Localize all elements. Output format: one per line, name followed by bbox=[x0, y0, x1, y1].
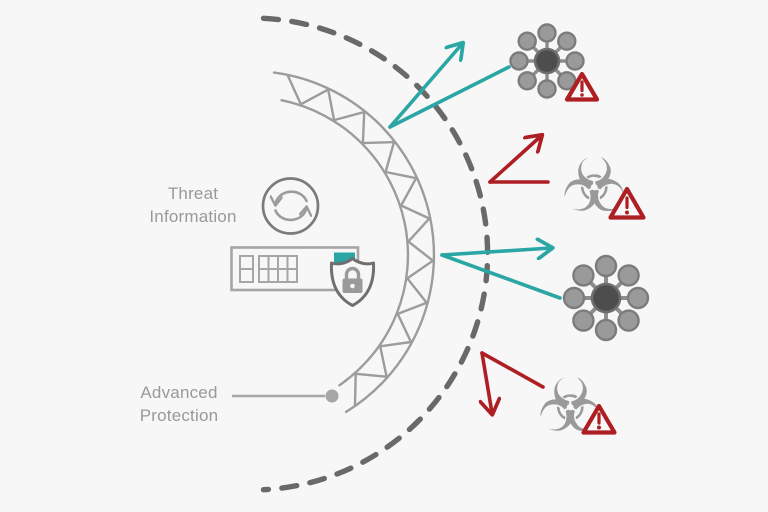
threat-information-line1: Threat bbox=[167, 184, 219, 203]
shield-lock-icon bbox=[329, 257, 376, 307]
virus-icon bbox=[509, 23, 585, 99]
virus-icon bbox=[562, 254, 650, 342]
deflected-threat-arrow-teal-middle bbox=[440, 248, 562, 300]
advanced-protection-line2: Protection bbox=[139, 406, 219, 425]
deflected-threat-arrow-red-top bbox=[488, 136, 550, 184]
advanced-protection-connector bbox=[232, 389, 339, 403]
padlock-shackle bbox=[344, 266, 361, 279]
warning-triangle-icon bbox=[581, 403, 617, 435]
warning-triangle-icon bbox=[564, 71, 600, 102]
outer-perimeter-dashed-arc bbox=[260, 15, 491, 493]
warning-triangle-icon bbox=[608, 186, 646, 220]
padlock-keyhole bbox=[350, 283, 355, 289]
threat-information-line2: Information bbox=[149, 207, 237, 226]
advanced-protection-line1: Advanced bbox=[140, 383, 218, 402]
advanced-protection-label: Advanced Protection bbox=[116, 381, 242, 427]
deflected-threat-arrow-red-bottom bbox=[482, 351, 545, 413]
deflected-threat-arrow-teal-top bbox=[388, 44, 511, 129]
server-vent-grid bbox=[239, 255, 298, 283]
biohazard-icon: ☣ bbox=[536, 363, 604, 449]
truss-shield-arc bbox=[272, 71, 436, 414]
sync-icon bbox=[261, 177, 320, 235]
threat-information-label: Threat Information bbox=[130, 182, 256, 228]
connector-dot bbox=[325, 389, 339, 403]
